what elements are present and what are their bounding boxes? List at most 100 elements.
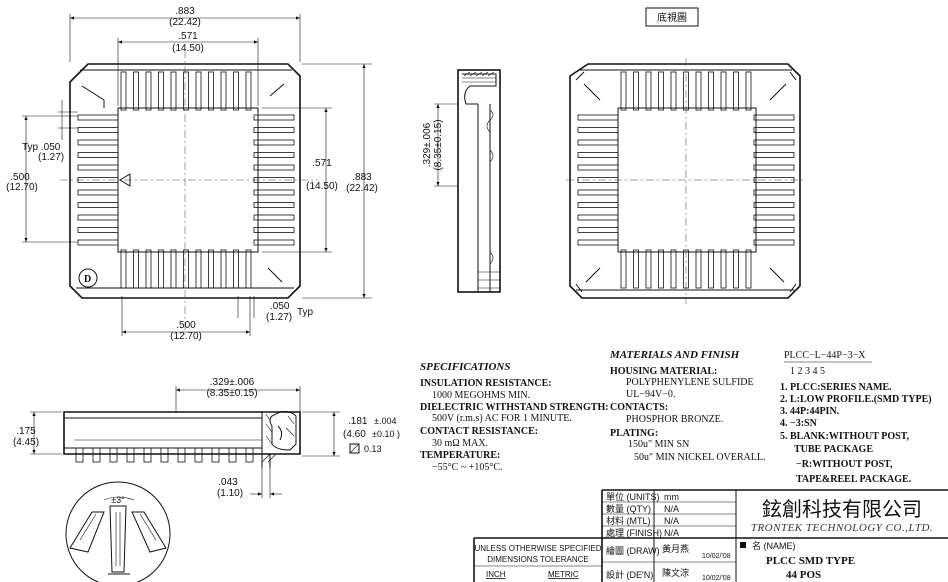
top-view-pin-top-8 xyxy=(208,71,214,111)
top-view-pin-right-11 xyxy=(253,239,295,246)
bottom-view-pin-top-3 xyxy=(645,71,652,111)
material-line-0: HOUSING MATERIAL: xyxy=(610,366,717,377)
tb-tolerance-line1: UNLESS OTHERWISE SPECIFIED xyxy=(475,544,602,553)
part-note-7: TAPE&REEL PACKAGE. xyxy=(796,474,912,485)
bottom-view-pins xyxy=(577,71,795,289)
top-view-pin-top-11 xyxy=(245,71,252,111)
corner-d-label: D xyxy=(84,274,91,285)
profile-lead-10 xyxy=(228,447,237,463)
dim-span-bottom: .500 xyxy=(176,320,196,331)
detail-angle: ±3° xyxy=(111,495,125,505)
bottom-view-pin-left-4 xyxy=(577,152,619,158)
bottom-view-pin-right-2 xyxy=(753,127,795,133)
part-note-4: 5. BLANK:WITHOUT POST, xyxy=(780,431,910,442)
top-view-pin-right-7 xyxy=(253,189,295,196)
tb-label-units: 單位 (UNITS) xyxy=(606,491,660,502)
tb-name-line1: PLCC SMD TYPE xyxy=(766,555,855,567)
bottom-view-pin-top-10 xyxy=(733,71,739,111)
top-view-pin-right-3 xyxy=(253,139,295,146)
dim-inner-width-mm: (14.50) xyxy=(172,43,204,54)
bottom-view-pin-left-9 xyxy=(577,214,619,221)
dim-profile-width: .329±.006 xyxy=(210,377,255,388)
bottom-view: 底視圖 xyxy=(566,7,806,304)
top-view-pin-top-2 xyxy=(133,71,139,111)
top-view-pin-bottom-4 xyxy=(158,249,164,289)
top-view-pin-bottom-7 xyxy=(195,249,202,289)
profile-lead-9 xyxy=(211,447,220,463)
top-view-pin-right-10 xyxy=(253,227,295,233)
dim-profile-right-tol-mm: ±0.10 ) xyxy=(372,429,400,439)
bottom-view-pin-left-8 xyxy=(577,202,619,208)
part-note-6: −R:WITHOUT POST, xyxy=(796,459,893,470)
part-note-5: TUBE PACKAGE xyxy=(794,444,873,455)
bottom-view-pin-bottom-7 xyxy=(695,249,702,289)
top-view-housing xyxy=(69,63,301,299)
bottom-view-pin-left-5 xyxy=(577,164,619,171)
top-view-pin-bottom-8 xyxy=(208,249,214,289)
tb-value-draw: 黃月燕 xyxy=(662,543,689,554)
profile-lead-3 xyxy=(109,447,118,463)
bottom-view-pin-top-4 xyxy=(658,71,664,111)
spec-line-6: TEMPERATURE: xyxy=(420,450,500,461)
top-view-pin-bottom-3 xyxy=(145,249,152,289)
top-view-pin-top-10 xyxy=(233,71,239,111)
part-note-0: 1. PLCC:SERIES NAME. xyxy=(780,382,892,393)
bottom-view-pin-top-6 xyxy=(683,71,689,111)
dim-outer-width: .883 xyxy=(175,6,195,17)
title-block: 單位 (UNITS) mm 數量 (QTY) N/A 材料 (MTL) N/A … xyxy=(473,489,948,582)
bottom-view-pin-top-5 xyxy=(670,71,677,111)
spec-line-0: INSULATION RESISTANCE: xyxy=(420,378,552,389)
tb-label-finish: 處理 (FINISH) xyxy=(606,527,662,538)
top-view-pin-bottom-9 xyxy=(220,249,227,289)
bottom-view-pin-left-6 xyxy=(577,177,619,183)
bottom-view-pin-right-4 xyxy=(753,152,795,158)
spec-line-7: −55°C ~ +105°C. xyxy=(432,462,503,473)
bottom-view-pin-right-7 xyxy=(753,189,795,196)
profile-lead-7 xyxy=(177,447,186,463)
top-view-pin-right-4 xyxy=(253,152,295,158)
part-note-3: 4. −3:SN xyxy=(780,418,818,429)
bottom-view-pin-bottom-1 xyxy=(620,249,627,289)
top-view-pin-right-6 xyxy=(253,177,295,183)
profile-view-pins xyxy=(75,447,254,463)
tb-value-mtl: N/A xyxy=(664,516,679,526)
material-line-1: POLYPHENYLENE SULFIDE xyxy=(626,377,754,388)
top-view-pin-left-1 xyxy=(77,114,119,121)
top-view-pin-left-8 xyxy=(77,202,119,208)
bottom-view-pin-top-7 xyxy=(695,71,702,111)
tb-name-line2: 44 POS xyxy=(786,569,821,581)
bottom-view-pin-left-11 xyxy=(577,239,619,246)
dim-profile-right-tol: ±.004 xyxy=(374,416,396,426)
bottom-view-pin-right-6 xyxy=(753,177,795,183)
material-line-6: 150u" MIN SN xyxy=(628,439,689,450)
top-view-pin-right-5 xyxy=(253,164,295,171)
dim-lead-mm: (1.10) xyxy=(217,488,243,499)
dim-outer-height-mm: (22.42) xyxy=(346,183,378,194)
dim-lead: .043 xyxy=(218,477,238,488)
profile-view: .329±.006 (8.35±0.15) .175 (4.45) .181 ±… xyxy=(13,377,400,499)
dim-side-height-mm: (8.35±0.15) xyxy=(433,119,444,170)
part-note-2: 3. 44P:44PIN. xyxy=(780,406,840,417)
dim-inner-height-mm: (14.50) xyxy=(306,181,338,192)
profile-lead-4 xyxy=(126,447,135,463)
top-view-pin-right-1 xyxy=(253,114,295,121)
profile-lead-11 xyxy=(245,447,254,463)
top-view-pin-top-7 xyxy=(195,71,202,111)
profile-lead-6 xyxy=(160,447,169,463)
tb-value-design: 陳文淙 xyxy=(662,567,689,578)
profile-lead-2 xyxy=(92,447,101,463)
materials-block: MATERIALS AND FINISH HOUSING MATERIAL: P… xyxy=(609,349,765,463)
bottom-view-pin-left-3 xyxy=(577,139,619,146)
top-view-pin-bottom-5 xyxy=(170,249,177,289)
bottom-view-pin-top-2 xyxy=(633,71,639,111)
dim-inner-height: .571 xyxy=(312,158,332,169)
tb-label-mtl: 材料 (MTL) xyxy=(606,515,651,526)
tb-value-qty: N/A xyxy=(664,504,679,514)
top-view-pin-bottom-1 xyxy=(120,249,127,289)
bottom-view-pin-bottom-5 xyxy=(670,249,677,289)
top-view-pins xyxy=(77,71,295,289)
top-view-pin-bottom-6 xyxy=(183,249,189,289)
part-note-1: 2. L:LOW PROFILE.(SMD TYPE) xyxy=(780,394,932,405)
top-view: D .883 (22.42) .571 (14.50) Typ .050 (1.… xyxy=(6,6,378,342)
